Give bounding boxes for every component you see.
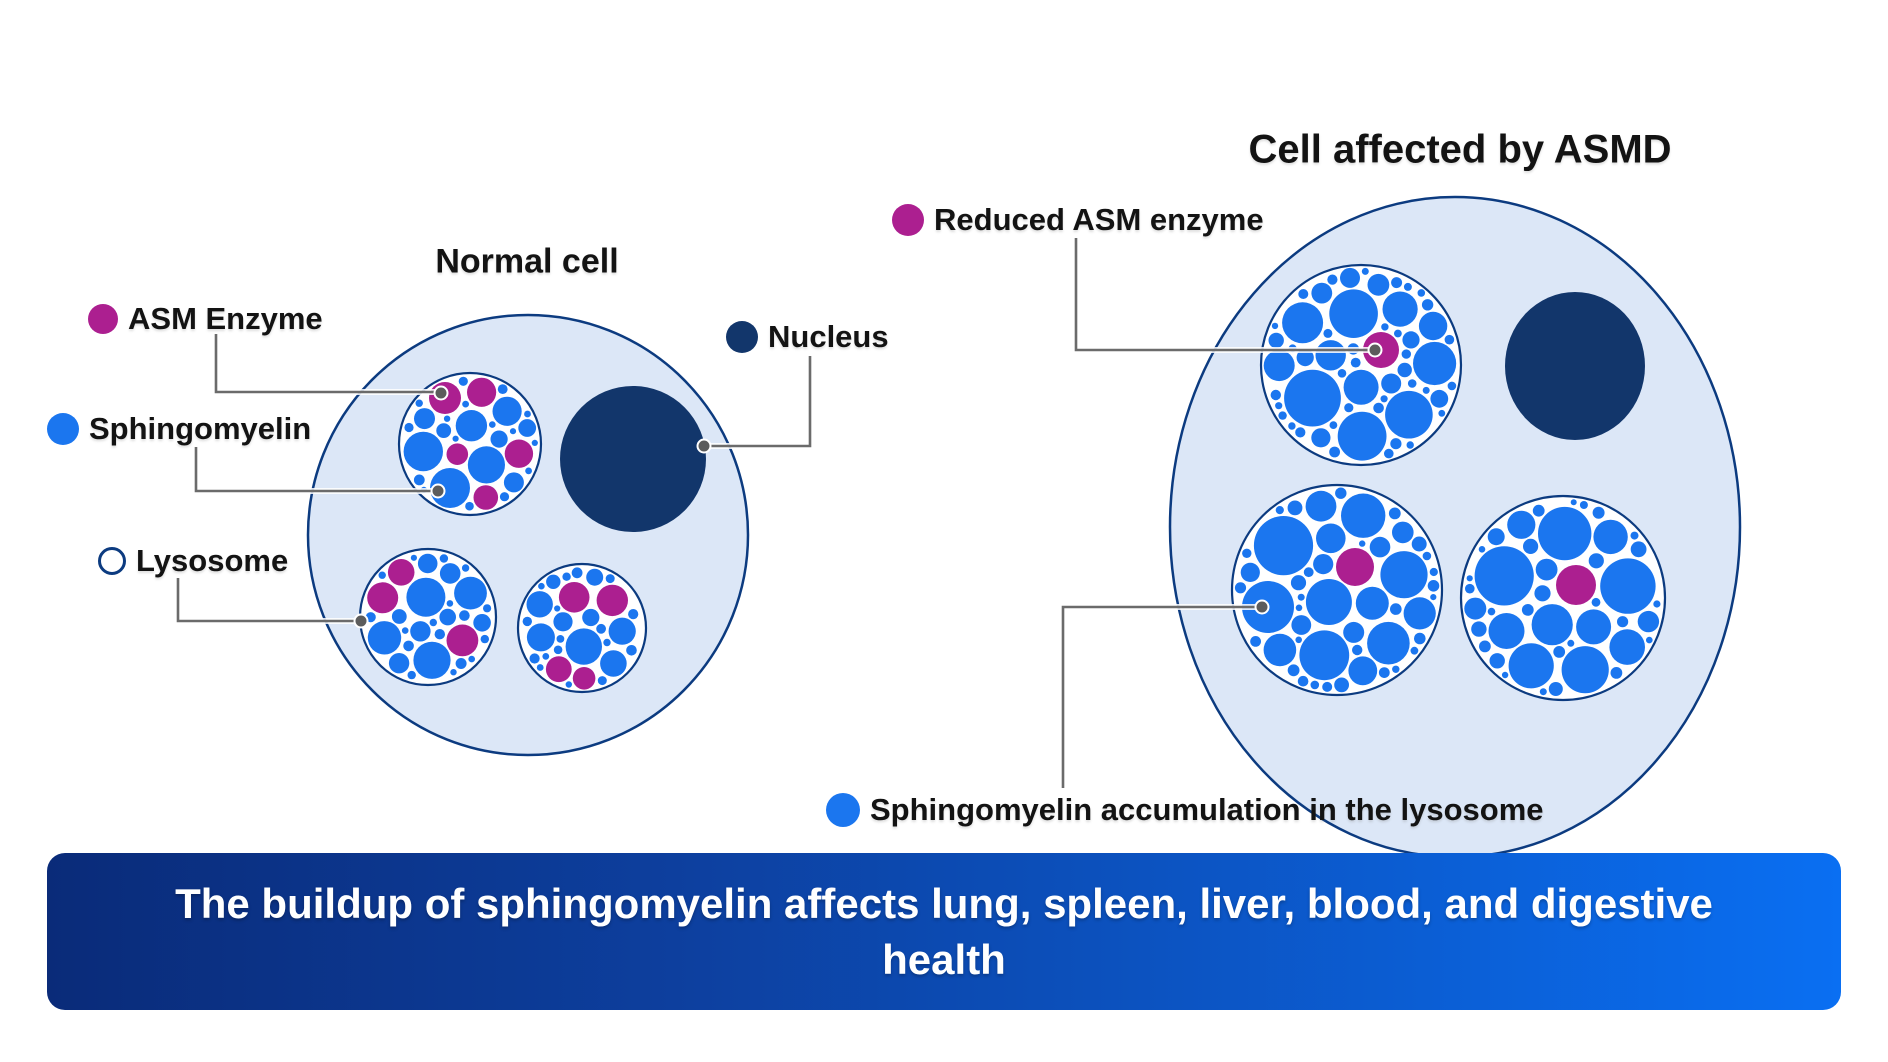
sphingomyelin-accumulation-label: Sphingomyelin accumulation in the lysoso…	[870, 792, 1544, 827]
legend-sphingomyelin: Sphingomyelin	[47, 411, 311, 447]
lysosome-contents	[1234, 487, 1440, 693]
legend-asm-enzyme: ASM Enzyme	[88, 301, 323, 337]
sphingomyelin-accumulation-icon	[826, 793, 860, 827]
reduced-asm-enzyme-icon	[892, 204, 924, 236]
asm-enzyme-icon	[88, 304, 118, 334]
connector-dot	[430, 483, 446, 499]
connector-dot	[433, 385, 449, 401]
lysosome-contents	[1263, 267, 1457, 461]
connector-dot	[1367, 342, 1383, 358]
connector-dot	[1254, 599, 1270, 615]
connector-line	[704, 356, 812, 448]
lysosome-contents	[1464, 499, 1661, 696]
lysosome-contents	[365, 553, 492, 680]
lysosome-icon	[98, 547, 126, 575]
sphingomyelin-icon	[47, 413, 79, 445]
summary-banner-text: The buildup of sphingomyelin affects lun…	[175, 880, 1713, 983]
legend-lysosome: Lysosome	[98, 543, 288, 579]
normal-cell-membrane	[306, 313, 750, 757]
lysosome-contents	[522, 567, 639, 690]
asmd-cell-nucleus	[1505, 292, 1645, 440]
connector-line	[1074, 238, 1375, 352]
connector-line	[194, 447, 438, 493]
asmd-cell-title: Cell affected by ASMD	[1248, 127, 1672, 172]
connector-dot	[696, 438, 712, 454]
connector-line	[214, 334, 441, 394]
summary-banner: The buildup of sphingomyelin affects lun…	[47, 853, 1841, 1010]
connector-line	[176, 578, 361, 623]
connector-dot	[353, 613, 369, 629]
legend-reduced-asm-enzyme: Reduced ASM enzyme	[892, 202, 1264, 238]
sphingomyelin-label: Sphingomyelin	[89, 411, 312, 446]
nucleus-icon	[726, 321, 758, 353]
legend-sphingomyelin-accumulation: Sphingomyelin accumulation in the lysoso…	[826, 792, 1544, 828]
nucleus-label: Nucleus	[768, 319, 889, 354]
lysosome-contents	[403, 376, 538, 511]
normal-cell-nucleus	[560, 386, 706, 532]
normal-cell-title: Normal cell	[435, 242, 619, 281]
legend-nucleus: Nucleus	[726, 319, 889, 355]
reduced-asm-enzyme-label: Reduced ASM enzyme	[934, 202, 1264, 237]
connector-line	[1061, 605, 1262, 788]
asm-enzyme-label: ASM Enzyme	[128, 301, 323, 336]
lysosome-label: Lysosome	[136, 543, 289, 578]
